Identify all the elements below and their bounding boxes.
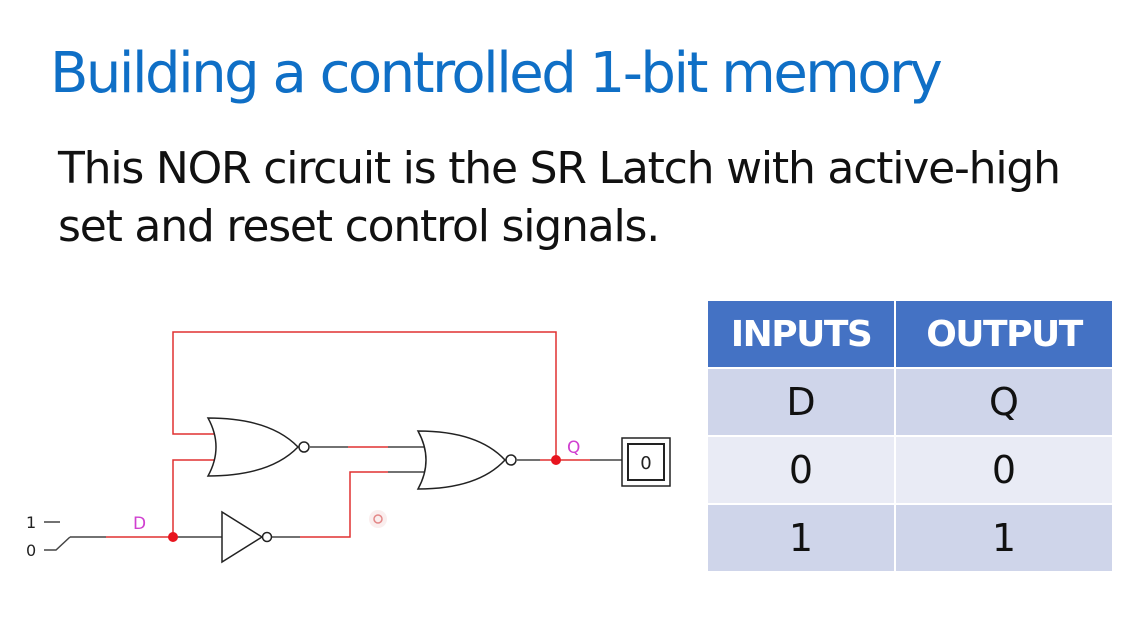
body-line-1: This NOR circuit is the SR Latch with ac…	[58, 143, 1061, 194]
table-cell: 0	[894, 435, 1114, 505]
table-header-row: INPUTS OUTPUT	[706, 299, 1114, 369]
slide-body-text: This NOR circuit is the SR Latch with ac…	[58, 140, 1061, 256]
subheader-q: Q	[894, 367, 1114, 437]
table-row: 0 0	[706, 435, 1114, 505]
toggle-switch-icon[interactable]	[44, 521, 71, 551]
feedback-wire	[172, 331, 557, 460]
output-display-value: 0	[640, 453, 651, 474]
nor-gate-2-bubble	[505, 454, 517, 466]
d-to-nor1-wire	[172, 459, 215, 537]
input-label-high: 1	[26, 513, 36, 532]
d-pin-label: D	[133, 514, 146, 534]
q-pin-label: Q	[567, 438, 580, 458]
table-cell: 1	[894, 503, 1114, 573]
table-cell: 0	[706, 435, 896, 505]
d-junction-dot	[168, 532, 178, 542]
table-cell: 1	[706, 503, 896, 573]
output-display-inner	[627, 443, 665, 481]
table-row: D Q	[706, 367, 1114, 437]
header-inputs: INPUTS	[706, 299, 896, 369]
nor-gate-1-bubble	[298, 441, 310, 453]
header-output: OUTPUT	[894, 299, 1114, 369]
nor-latch-circuit: 1 0 D Q 0	[26, 331, 671, 564]
not-to-nor2-wire	[300, 471, 388, 538]
not-gate-icon	[221, 510, 264, 564]
subheader-d: D	[706, 367, 896, 437]
slide-title: Building a controlled 1-bit memory	[50, 41, 943, 106]
not-gate-bubble	[261, 531, 273, 543]
nor-gate-2-icon	[416, 430, 507, 490]
input-label-low: 0	[26, 541, 36, 560]
body-line-2: set and reset control signals.	[58, 201, 660, 252]
q-junction-dot	[551, 455, 561, 465]
table-row: 1 1	[706, 503, 1114, 573]
nor-gate-1-icon	[206, 417, 300, 477]
truth-table: INPUTS OUTPUT D Q 0 0 1 1	[706, 299, 1114, 573]
cursor-halo	[369, 510, 387, 528]
